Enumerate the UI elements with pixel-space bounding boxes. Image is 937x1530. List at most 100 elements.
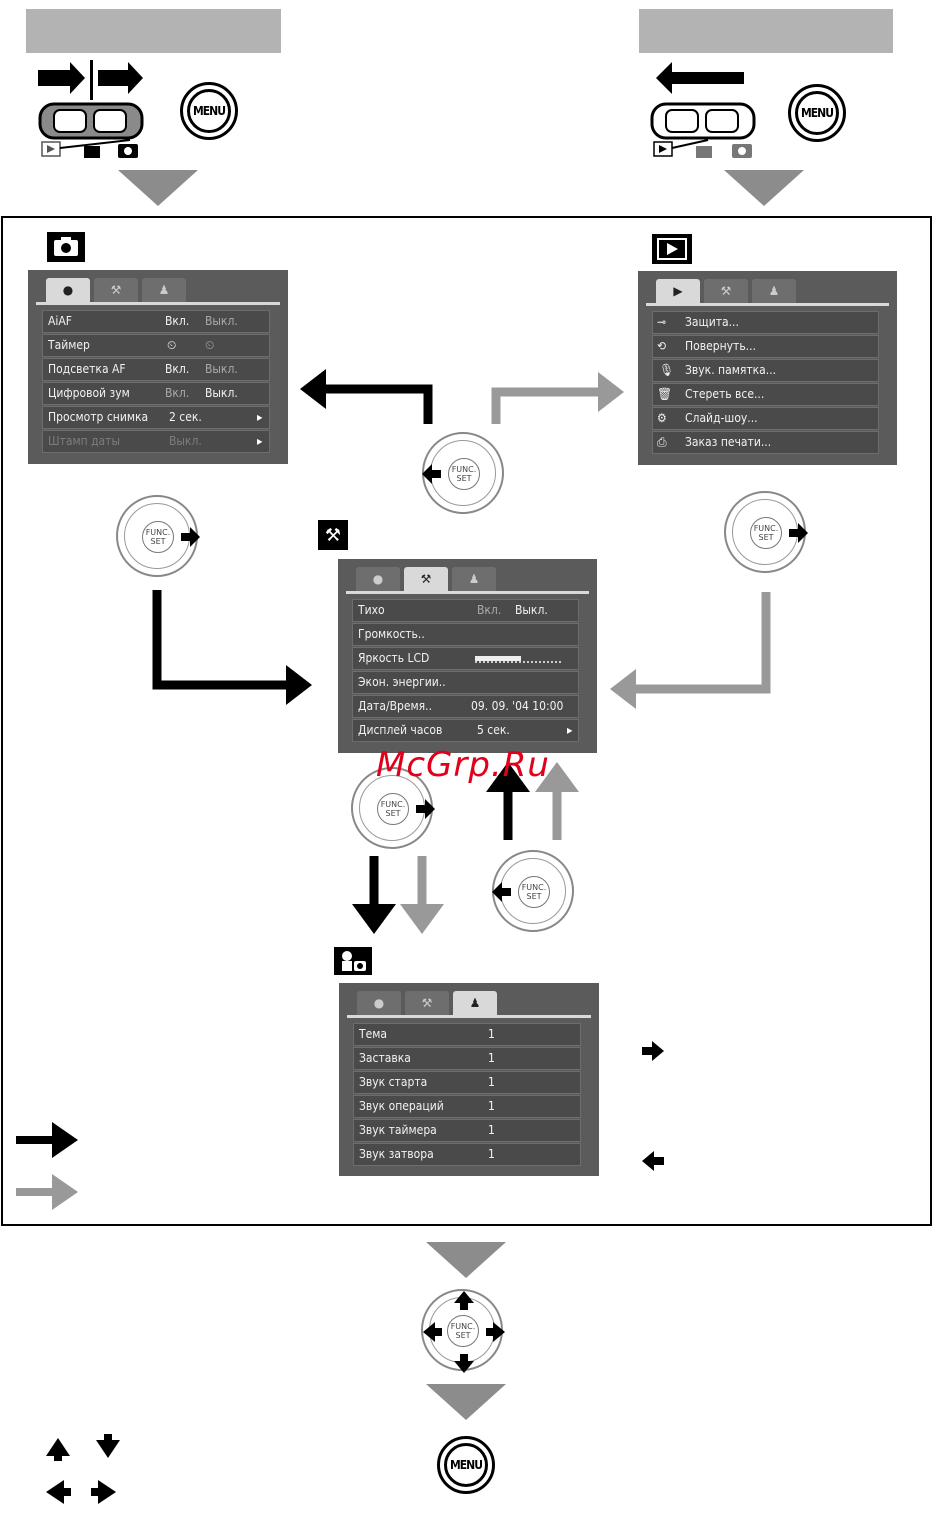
gray-path-to-playback-menu [491,387,598,424]
menu-row[interactable]: Дата/Время..09. 09. '04 10:00 [352,695,579,718]
my-camera-menu-tabs: ● ⚒ ♟ [339,983,599,1015]
down-triangle-right [724,170,804,206]
tab-my-camera[interactable]: ♟ [752,279,796,303]
right-key-arrow-icon [652,1041,664,1061]
right-arrow-icon [416,799,435,819]
left-arrow-icon [492,882,511,902]
menu-row[interactable]: ⚙Слайд-шоу... [652,407,879,430]
left-key-icon [46,1480,64,1504]
menu-row[interactable]: ⎙Заказ печати... [652,431,879,454]
func-set-button-top[interactable]: FUNC.SET [422,432,504,514]
black-path-to-shooting-menu [326,384,433,424]
right-arrow-icon [181,527,200,547]
up-key-icon [46,1438,70,1456]
menu-row[interactable]: Таймер⏲⏲ [42,334,270,357]
menu-row[interactable]: ⟲Повернуть... [652,335,879,358]
camera-mode-icon [47,232,85,262]
left-header-bar [26,9,281,53]
slideshow-icon: ⚙ [657,411,667,425]
black-path-to-setup-menu [152,590,286,690]
left-key-arrow-icon [642,1151,654,1171]
playback-menu-tabs: ▶ ⚒ ♟ [638,271,897,303]
self-timer-2s-icon: ⏲ [205,338,215,352]
func-set-button-setup-left[interactable]: FUNC.SET [492,850,574,932]
tab-my-camera[interactable]: ♟ [452,567,496,591]
func-set-button-right[interactable]: FUNC.SET [724,491,808,573]
menu-button-label: MENU [187,89,231,133]
lcd-brightness-slider[interactable] [475,656,561,663]
menu-button-label: MENU [444,1443,488,1487]
tab-setup[interactable]: ⚒ [94,278,138,302]
my-camera-mode-icon [334,947,372,975]
tab-play[interactable]: ▶ [656,279,700,303]
menu-row[interactable]: Яркость LCD [352,647,579,670]
playback-menu-screen: ▶ ⚒ ♟ ⊸Защита... ⟲Повернуть... 🎙Звук. па… [638,271,897,465]
tab-underline [646,303,889,306]
menu-button-right[interactable]: MENU [788,84,846,142]
protect-icon: ⊸ [657,315,667,329]
func-set-button-setup-right[interactable]: FUNC.SET [351,767,435,849]
black-up-arrow [486,762,530,792]
tab-underline [36,302,280,305]
black-down-arrow [352,904,396,934]
shooting-menu-tabs: ● ⚒ ♟ [28,270,288,302]
play-mode-icon [652,234,692,264]
legend-black-arrow [52,1122,78,1158]
four-way-arrows-icon [423,1291,505,1373]
menu-button-bottom[interactable]: MENU [437,1436,495,1494]
menu-row[interactable]: 🗑Стереть все... [652,383,879,406]
tab-camera[interactable]: ● [356,567,400,591]
trash-icon: 🗑 [657,387,673,401]
down-triangle-left [118,170,198,206]
gray-down-arrow [400,904,444,934]
menu-button-left[interactable]: MENU [180,82,238,140]
down-triangle-bottom-2 [426,1384,506,1420]
tab-setup[interactable]: ⚒ [405,991,449,1015]
menu-row[interactable]: 🎙Звук. памятка... [652,359,879,382]
watermark-text: McGrp.Ru [376,745,550,785]
func-set-button-four-way[interactable]: FUNC.SET [421,1289,505,1373]
tab-setup[interactable]: ⚒ [704,279,748,303]
func-set-button-left[interactable]: FUNC.SET [116,495,200,577]
gray-path-to-setup-menu [636,592,771,694]
self-timer-10s-icon: ⏲ [167,338,177,352]
down-key-icon [96,1440,120,1458]
menu-row[interactable]: Громкость.. [352,623,579,646]
tab-my-camera[interactable]: ♟ [453,991,497,1015]
tab-camera[interactable]: ● [46,278,90,302]
left-arrow-icon [422,464,441,484]
menu-navigation-frame [1,216,932,1226]
menu-row[interactable]: Экон. энергии.. [352,671,579,694]
right-arrow-icon [789,523,808,543]
shooting-mode-switch-illustration [38,60,144,158]
setup-menu-tabs: ● ⚒ ♟ [338,559,597,591]
down-triangle-bottom-1 [426,1242,506,1278]
menu-row[interactable]: ⊸Защита... [652,311,879,334]
wrench-mode-icon: ⚒ [318,520,348,550]
tab-my-camera[interactable]: ♟ [142,278,186,302]
legend-gray-arrow [52,1174,78,1210]
tab-camera[interactable]: ● [357,991,401,1015]
tab-setup[interactable]: ⚒ [404,567,448,591]
microphone-icon: 🎙 [659,363,675,377]
menu-button-label: MENU [795,91,839,135]
tab-underline [347,1015,591,1018]
rotate-icon: ⟲ [657,339,667,353]
right-header-bar [639,9,893,53]
